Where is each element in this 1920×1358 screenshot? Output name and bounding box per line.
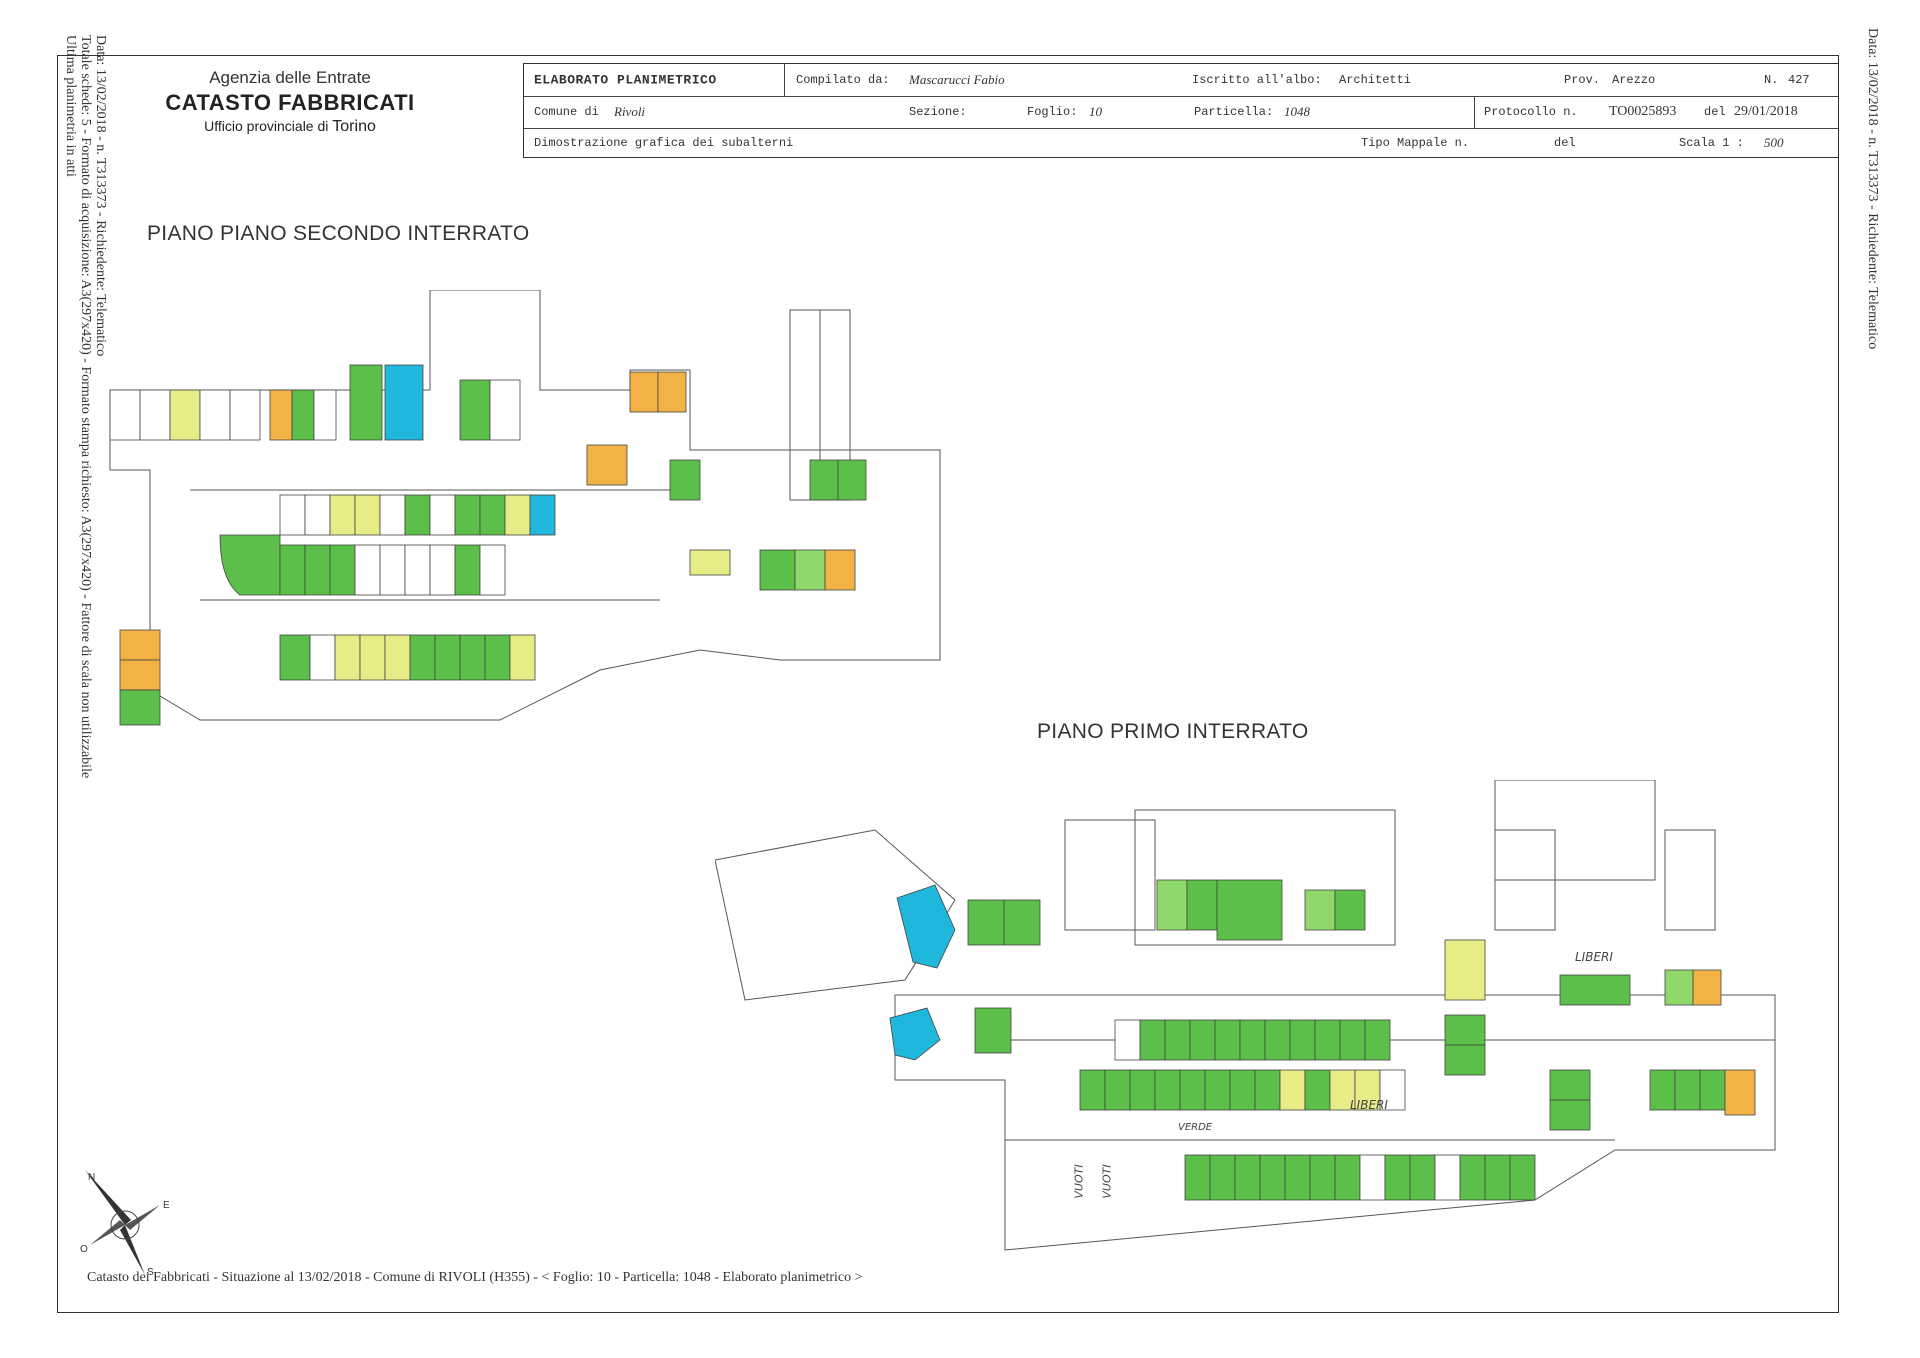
units-top-row	[109, 364, 687, 486]
header-row-3: Dimostrazione grafica dei subalterni Tip…	[524, 128, 1838, 158]
scala-label: Scala 1 :	[1679, 136, 1744, 150]
compass-icon: N E O S	[80, 1170, 170, 1278]
agency-name: Agenzia delle Entrate	[209, 68, 371, 87]
upper-block	[1134, 809, 1396, 946]
tipo-mappale-label: Tipo Mappale n.	[1361, 136, 1470, 150]
del2-label: del	[1554, 136, 1576, 150]
note-vuoti-1: VUOTI	[1072, 1164, 1086, 1199]
protocollo-label: Protocollo n.	[1484, 105, 1578, 119]
prov-label: Prov.	[1564, 73, 1601, 87]
compilato-value: Mascarucci Fabio	[909, 72, 1005, 87]
comune-label: Comune di	[534, 105, 599, 119]
comune-value: Rivoli	[614, 104, 646, 119]
catasto-title: CATASTO FABBRICATI	[165, 90, 415, 115]
elaborato-title: ELABORATO PLANIMETRICO	[534, 72, 717, 88]
foglio-value: 10	[1089, 104, 1102, 119]
agency-block: Agenzia delle Entrate CATASTO FABBRICATI…	[140, 68, 440, 136]
note-liberi-2: LIBERI	[1350, 1098, 1388, 1112]
side-right-line1: Data: 13/02/2018 - n. T313373 - Richiede…	[1865, 28, 1880, 350]
header-row-1: ELABORATO PLANIMETRICO Compilato da: Mas…	[524, 64, 1838, 97]
dimostrazione-text: Dimostrazione grafica dei subalterni	[534, 136, 794, 150]
floor-title-second-basement: PIANO PIANO SECONDO INTERRATO	[147, 222, 530, 245]
sezione-label: Sezione:	[909, 105, 967, 119]
note-liberi-1: LIBERI	[1575, 950, 1613, 964]
ramp-b	[1494, 829, 1556, 931]
prov-value: Arezzo	[1612, 73, 1656, 87]
plan-second-basement	[109, 290, 941, 726]
ufficio-line: Ufficio provinciale di Torino	[204, 118, 376, 135]
side-left-line2: Totale schede: 5 - Formato di acquisizio…	[78, 35, 93, 779]
ramp-a	[1064, 819, 1156, 931]
del-value: 29/01/2018	[1734, 104, 1798, 119]
note-verde: VERDE	[1178, 1122, 1213, 1133]
foglio-label: Foglio:	[1027, 105, 1078, 119]
iscritto-value: Architetti	[1339, 73, 1412, 87]
particella-label: Particella:	[1194, 105, 1274, 119]
compilato-label: Compilato da:	[796, 73, 890, 87]
footer-caption: Catasto dei Fabbricati - Situazione al 1…	[87, 1270, 863, 1285]
units-first-basement	[889, 879, 1722, 1076]
note-vuoti-2: VUOTI	[1100, 1164, 1114, 1199]
units-middle-row	[219, 459, 867, 596]
compass-n: N	[88, 1172, 95, 1183]
units-row-middle	[1079, 1069, 1756, 1131]
ramp-c	[1664, 829, 1716, 931]
del-label: del	[1704, 105, 1726, 119]
scala-value: 500	[1764, 135, 1784, 150]
plan-first-basement	[715, 780, 1776, 1251]
side-left-line3: Ultima planimetria in atti	[63, 35, 78, 177]
ufficio-city: Torino	[332, 118, 376, 135]
floor-title-first-basement: PIANO PRIMO INTERRATO	[1037, 720, 1309, 743]
iscritto-label: Iscritto all'albo:	[1192, 73, 1322, 87]
compass-o: O	[80, 1244, 88, 1255]
compass-e: E	[163, 1200, 170, 1211]
header-row-2: Comune di Rivoli Sezione: Foglio: 10 Par…	[524, 96, 1838, 129]
units-bottom-row	[119, 629, 536, 726]
header-table: ELABORATO PLANIMETRICO Compilato da: Mas…	[523, 63, 1839, 158]
protocollo-value: TO0025893	[1609, 104, 1677, 119]
particella-value: 1048	[1284, 104, 1310, 119]
compass-s: S	[147, 1267, 154, 1278]
n-value: 427	[1788, 73, 1810, 87]
units-row-upper	[1114, 1019, 1391, 1061]
units-row-lower	[1184, 1154, 1536, 1201]
n-label: N.	[1764, 73, 1779, 87]
document-frame	[57, 55, 1839, 1313]
